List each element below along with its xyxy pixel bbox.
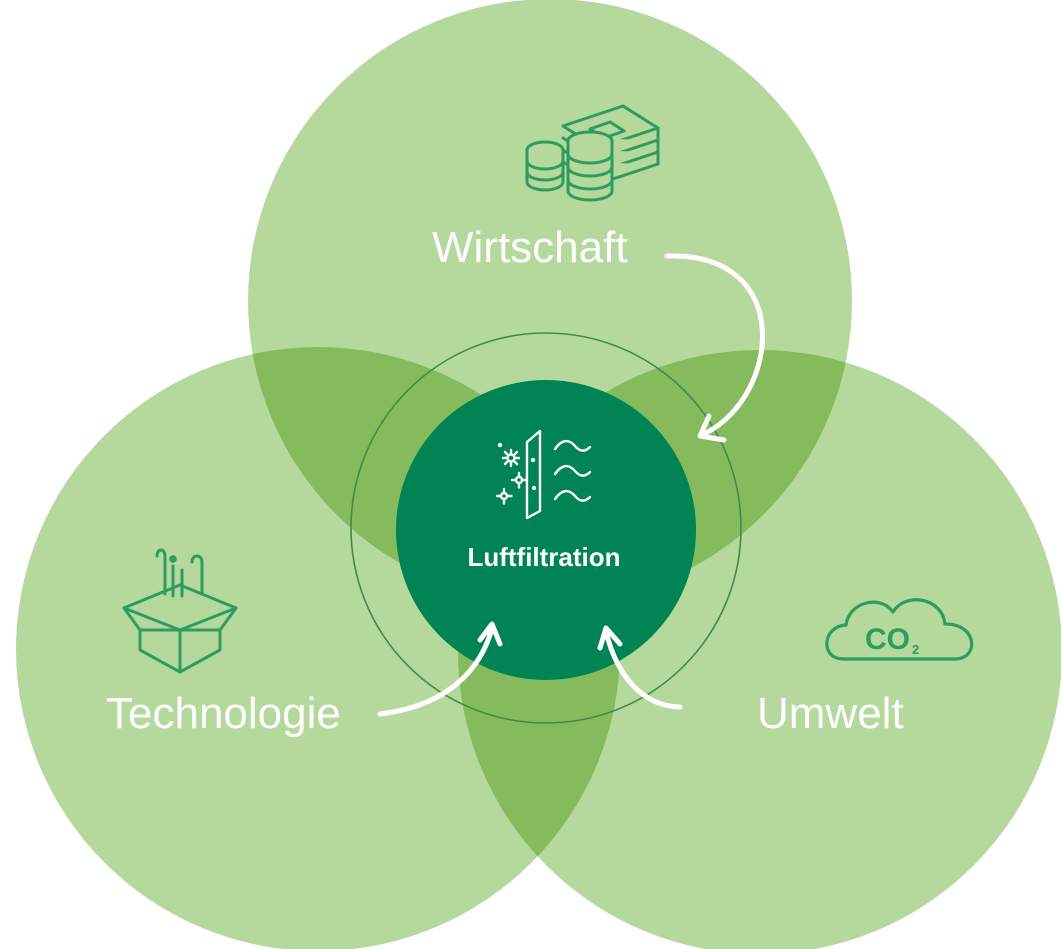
arrow-technologie <box>377 625 495 717</box>
arrowhead-umwelt <box>597 625 623 651</box>
air-filter-icon <box>495 429 592 520</box>
arrowhead-technologie <box>477 621 503 647</box>
co2-subscript: 2 <box>912 642 919 657</box>
box-technology-icon <box>122 548 238 674</box>
co2-cloud-icon: CO 2 <box>825 598 974 661</box>
label-wirtschaft: Wirtschaft <box>432 223 628 272</box>
co2-text: CO <box>865 623 910 656</box>
arrowhead-wirtschaft <box>697 413 727 443</box>
arrow-wirtschaft <box>664 253 766 436</box>
center-label: Luftfiltration <box>467 542 620 572</box>
label-technologie: Technologie <box>106 689 341 738</box>
label-umwelt: Umwelt <box>757 689 904 738</box>
center-ring <box>350 332 742 724</box>
money-stacks-icon <box>525 104 660 202</box>
arrow-umwelt <box>603 629 683 710</box>
center-circle <box>396 380 696 680</box>
